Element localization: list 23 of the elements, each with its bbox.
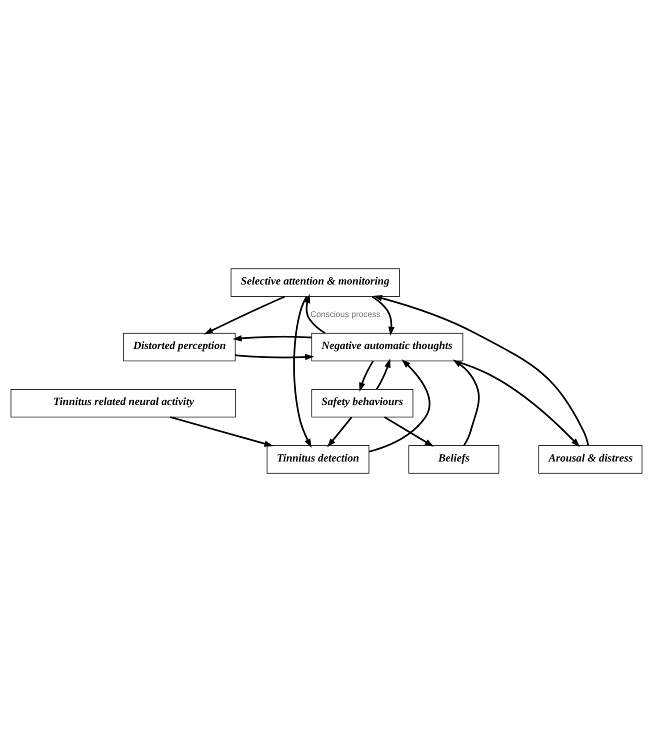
arrow bbox=[170, 416, 274, 447]
arrow bbox=[373, 295, 590, 446]
arrow bbox=[368, 359, 430, 453]
arrow bbox=[454, 360, 580, 448]
arrow bbox=[327, 416, 352, 448]
node-box: Distorted perception bbox=[123, 332, 236, 362]
node-box: Arousal & distress bbox=[538, 445, 642, 474]
node-box: Negative automatic thoughts bbox=[311, 332, 464, 362]
edge-label: Conscious process bbox=[310, 309, 380, 320]
node-box: Beliefs bbox=[408, 445, 500, 474]
arrow bbox=[376, 358, 391, 390]
arrow bbox=[204, 296, 286, 334]
arrow bbox=[232, 335, 312, 342]
node-box: Selective attention & monitoring bbox=[230, 268, 400, 297]
node-box: Tinnitus related neural activity bbox=[10, 389, 236, 418]
arrow bbox=[293, 296, 312, 448]
arrow bbox=[372, 296, 395, 336]
arrow bbox=[384, 416, 434, 447]
arrow bbox=[304, 294, 326, 334]
arrow bbox=[235, 354, 314, 360]
node-box: Tinnitus detection bbox=[266, 445, 370, 474]
arrow bbox=[359, 360, 374, 392]
node-box: Safety behaviours bbox=[311, 389, 414, 418]
